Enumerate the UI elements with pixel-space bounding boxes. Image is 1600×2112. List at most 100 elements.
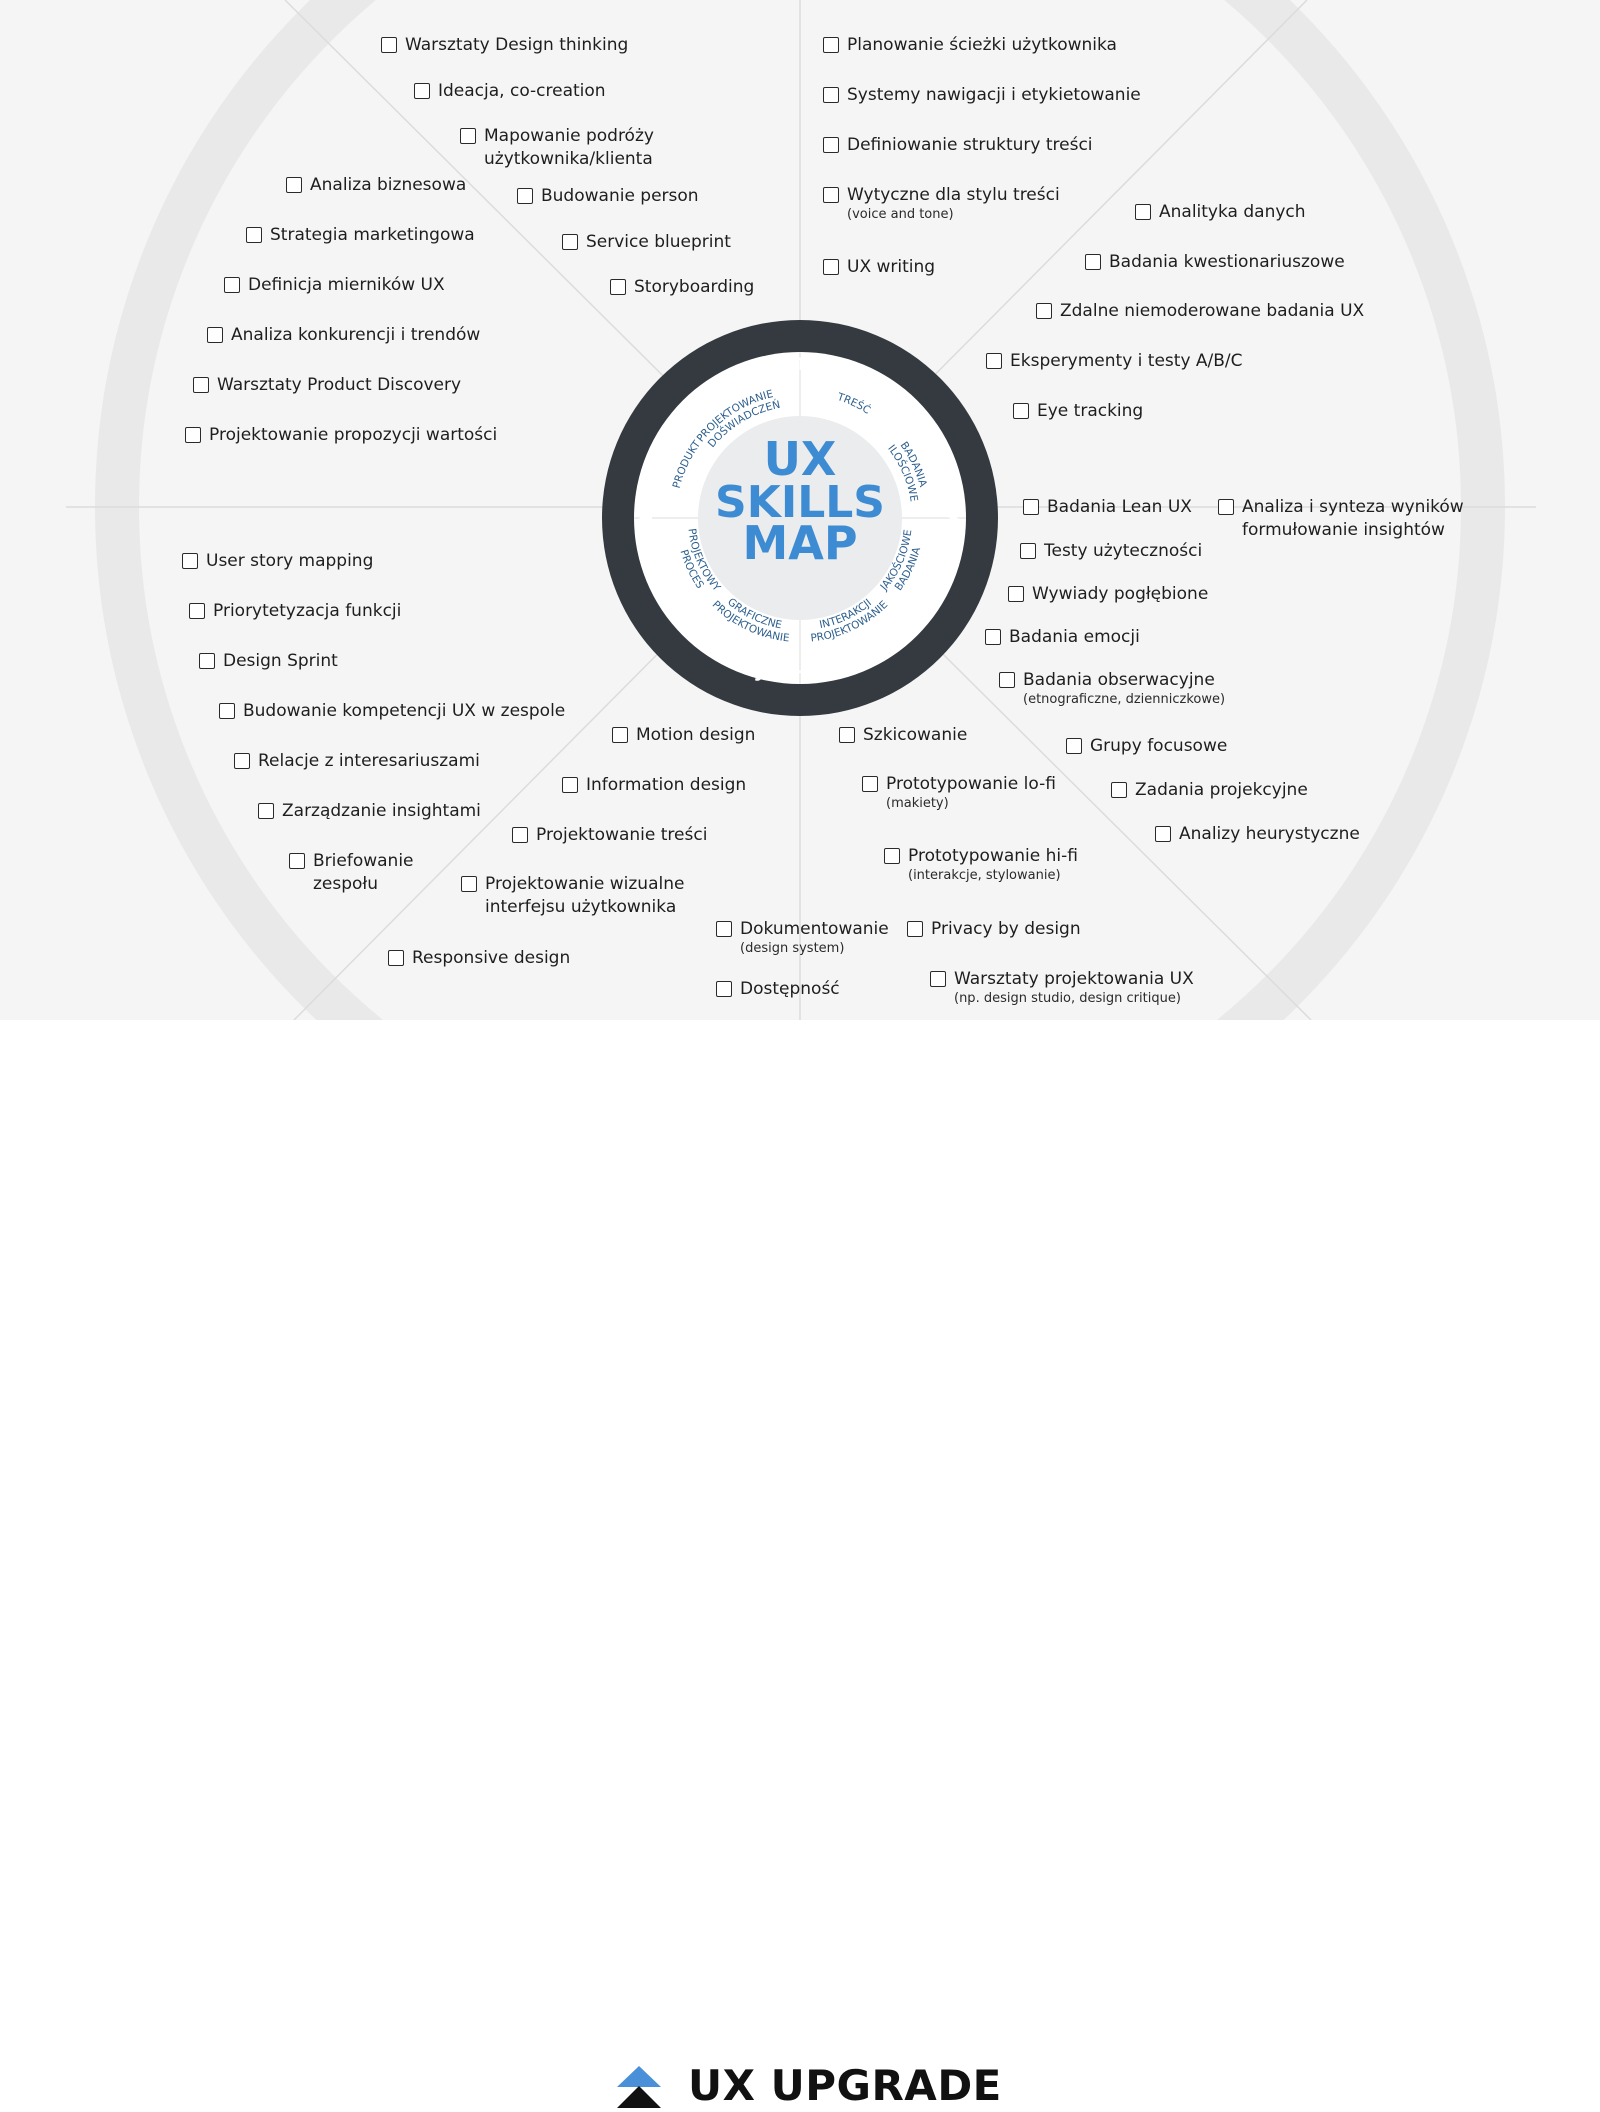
skill-item: Wytyczne dla stylu treści(voice and tone…	[823, 184, 1060, 223]
checkbox[interactable]	[1020, 543, 1036, 559]
checkbox[interactable]	[512, 827, 528, 843]
checkbox[interactable]	[823, 137, 839, 153]
checkbox[interactable]	[862, 776, 878, 792]
checkbox[interactable]	[289, 853, 305, 869]
checkbox[interactable]	[189, 603, 205, 619]
skill-label: Prototypowanie lo-fi	[886, 774, 1056, 794]
checkbox[interactable]	[1023, 499, 1039, 515]
center-title-ux: UX	[764, 432, 837, 486]
checkbox[interactable]	[1066, 738, 1082, 754]
brand-name: UX UPGRADE	[688, 2061, 1002, 2110]
checkbox[interactable]	[823, 187, 839, 203]
checkbox[interactable]	[612, 727, 628, 743]
checkbox[interactable]	[1111, 782, 1127, 798]
checkbox[interactable]	[1013, 403, 1029, 419]
checkbox[interactable]	[823, 87, 839, 103]
checkbox[interactable]	[461, 876, 477, 892]
checkbox[interactable]	[1135, 204, 1151, 220]
checkbox[interactable]	[823, 37, 839, 53]
skill-label: User story mapping	[206, 551, 374, 571]
skill-label: Briefowanie zespołu	[313, 851, 414, 894]
skill-sublabel: (interakcje, stylowanie)	[908, 868, 1061, 883]
skill-label: Ideacja, co-creation	[438, 81, 606, 101]
skill-label: Design Sprint	[223, 651, 338, 671]
checkbox[interactable]	[562, 777, 578, 793]
checkbox[interactable]	[234, 753, 250, 769]
checkbox[interactable]	[258, 803, 274, 819]
skill-item: Zadania projekcyjne	[1111, 779, 1308, 802]
outer-label-biznes: BIZNES	[637, 477, 662, 558]
skill-item: Projektowanie treści	[512, 824, 707, 847]
skill-label: Badania kwestionariuszowe	[1109, 252, 1345, 272]
skill-label: Prototypowanie hi-fi	[908, 846, 1078, 866]
checkbox[interactable]	[460, 128, 476, 144]
skill-item: Systemy nawigacji i etykietowanie	[823, 84, 1141, 107]
skill-item: Warsztaty Design thinking	[381, 34, 628, 57]
skill-label: Wytyczne dla stylu treści	[847, 185, 1060, 205]
skill-label: Relacje z interesariuszami	[258, 751, 480, 771]
skill-item: Badania obserwacyjne(etnograficzne, dzie…	[999, 669, 1225, 708]
checkbox[interactable]	[999, 672, 1015, 688]
skill-item: Badania kwestionariuszowe	[1085, 251, 1345, 274]
skill-item: Zdalne niemoderowane badania UX	[1036, 300, 1364, 323]
skill-label: Mapowanie podróży użytkownika/klienta	[484, 126, 654, 169]
skill-item: Briefowanie zespołu	[289, 850, 414, 896]
checkbox[interactable]	[286, 177, 302, 193]
checkbox[interactable]	[986, 353, 1002, 369]
skill-label: Motion design	[636, 725, 756, 745]
checkbox[interactable]	[224, 277, 240, 293]
checkbox[interactable]	[381, 37, 397, 53]
skill-label: Warsztaty Design thinking	[405, 35, 629, 55]
skill-label: Definicja mierników UX	[248, 275, 445, 295]
skill-item: Storyboarding	[610, 276, 754, 299]
checkbox[interactable]	[907, 921, 923, 937]
skill-item: Szkicowanie	[839, 724, 967, 747]
checkbox[interactable]	[517, 188, 533, 204]
checkbox[interactable]	[388, 950, 404, 966]
checkbox[interactable]	[1036, 303, 1052, 319]
skill-item: Mapowanie podróży użytkownika/klienta	[460, 125, 654, 171]
checkbox[interactable]	[219, 703, 235, 719]
checkbox[interactable]	[716, 921, 732, 937]
skill-item: Analiza i synteza wyników formułowanie i…	[1218, 496, 1464, 542]
skill-item: Zarządzanie insightami	[258, 800, 481, 823]
skill-item: Information design	[562, 774, 746, 797]
skill-item: Service blueprint	[562, 231, 731, 254]
checkbox[interactable]	[716, 981, 732, 997]
checkbox[interactable]	[985, 629, 1001, 645]
checkbox[interactable]	[414, 83, 430, 99]
skill-item: Dostępność	[716, 978, 840, 1001]
skill-label: Dostępność	[740, 979, 840, 999]
checkbox[interactable]	[182, 553, 198, 569]
checkbox[interactable]	[823, 259, 839, 275]
skill-label: Information design	[586, 775, 747, 795]
checkbox[interactable]	[207, 327, 223, 343]
checkbox[interactable]	[562, 234, 578, 250]
checkbox[interactable]	[1155, 826, 1171, 842]
checkbox[interactable]	[246, 227, 262, 243]
skill-item: Eksperymenty i testy A/B/C	[986, 350, 1243, 373]
skill-label: Responsive design	[412, 948, 571, 968]
skills-map-canvas: Warsztaty Design thinking Ideacja, co-cr…	[0, 0, 1600, 1020]
checkbox[interactable]	[884, 848, 900, 864]
skill-item: Analiza konkurencji i trendów	[207, 324, 480, 347]
checkbox[interactable]	[610, 279, 626, 295]
skill-label: Analityka danych	[1159, 202, 1306, 222]
checkbox[interactable]	[839, 727, 855, 743]
skill-item: Definiowanie struktury treści	[823, 134, 1093, 157]
skill-label: Zarządzanie insightami	[282, 801, 481, 821]
checkbox[interactable]	[1008, 586, 1024, 602]
skill-item: Responsive design	[388, 947, 570, 970]
skill-item: Strategia marketingowa	[246, 224, 475, 247]
checkbox[interactable]	[1085, 254, 1101, 270]
skill-label: Testy użyteczności	[1044, 541, 1203, 561]
checkbox[interactable]	[199, 653, 215, 669]
checkbox[interactable]	[185, 427, 201, 443]
center-disc	[698, 416, 902, 620]
skill-label: Dokumentowanie	[740, 919, 889, 939]
checkbox[interactable]	[1218, 499, 1234, 515]
skill-label: Storyboarding	[634, 277, 755, 297]
skill-label: Projektowanie treści	[536, 825, 708, 845]
checkbox[interactable]	[930, 971, 946, 987]
checkbox[interactable]	[193, 377, 209, 393]
